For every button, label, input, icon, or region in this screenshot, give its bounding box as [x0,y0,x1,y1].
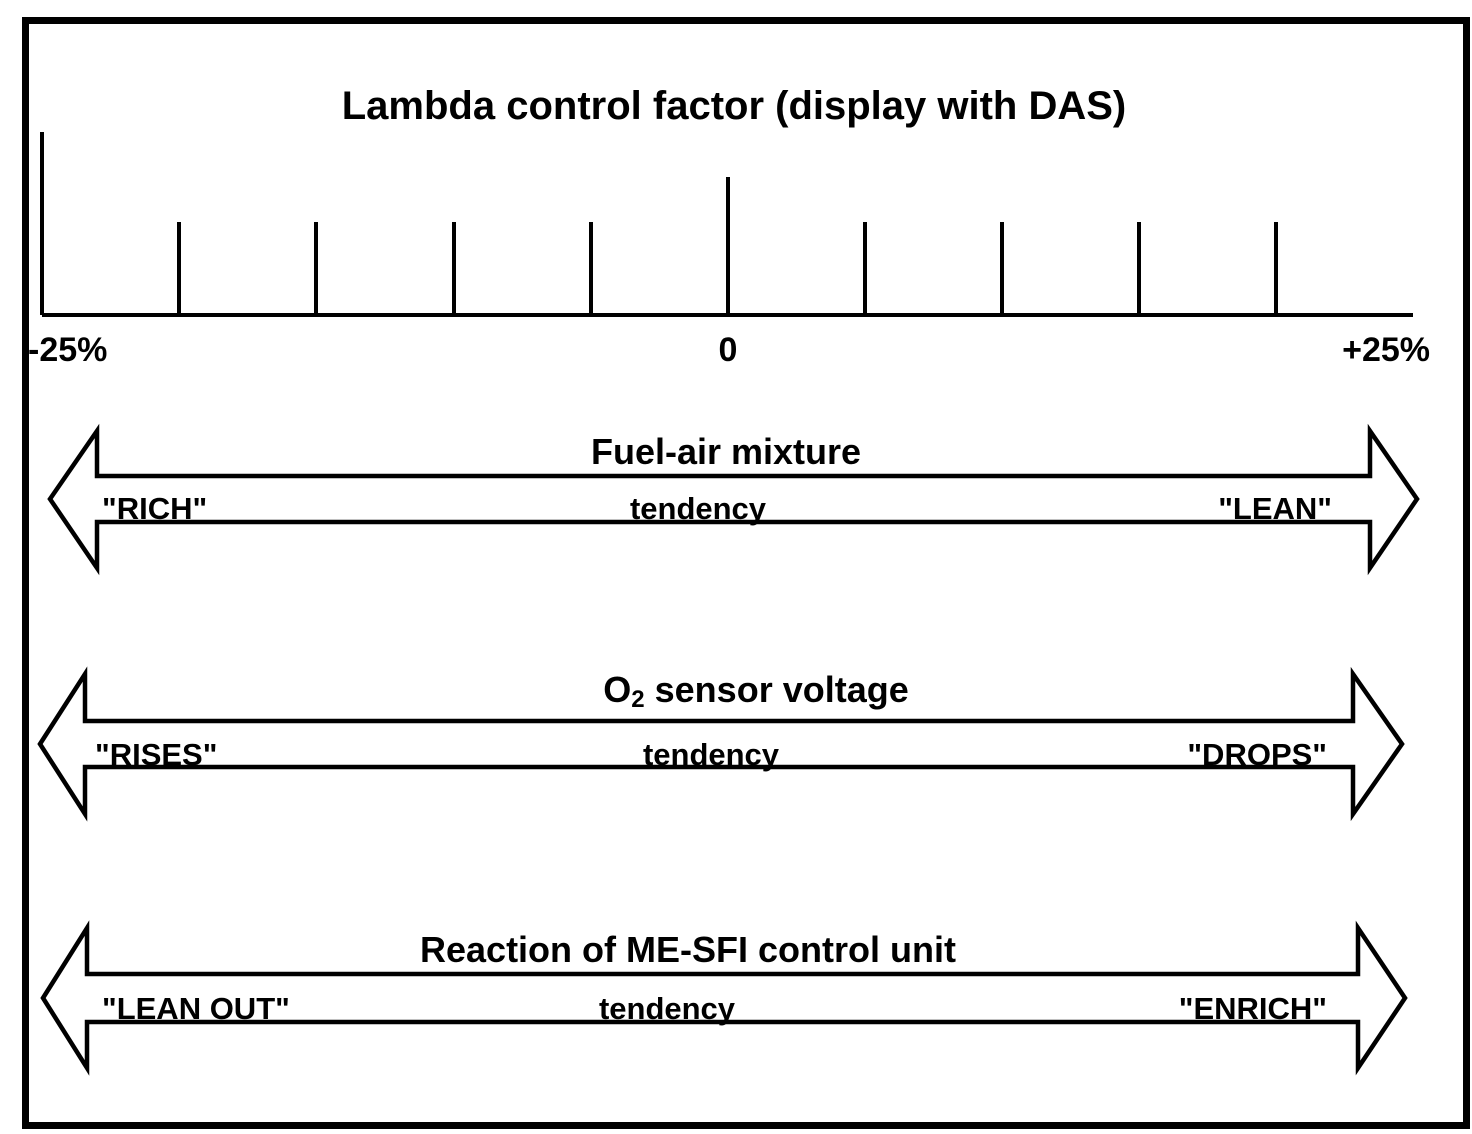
outer-frame [22,17,1470,1129]
fuel-air-mixture-title: Fuel-air mixture [590,431,862,472]
o2-sensor-voltage-title: O2 sensor voltage [603,672,908,712]
o2-title-rest: sensor voltage [644,669,909,710]
scale-title: Lambda control factor (display with DAS) [341,84,1127,128]
o2-right-label: "DROPS" [1187,737,1327,772]
o2-left-label: "RISES" [95,737,218,772]
fuel-air-left-label: "RICH" [102,491,208,526]
fuel-air-right-label: "LEAN" [1218,491,1332,526]
fuel-air-tendency-label: tendency [629,491,767,526]
scale-label-min: -25% [28,331,108,369]
o2-title-subscript: 2 [631,686,645,713]
me-sfi-reaction-arrow [40,920,1408,1076]
scale-axis [40,132,1413,317]
me-sfi-reaction-title: Reaction of ME-SFI control unit [420,929,956,970]
o2-title-main: O [603,669,632,710]
me-sfi-tendency-label: tendency [598,991,736,1026]
fuel-air-mixture-arrow [47,423,1420,576]
me-sfi-right-label: "ENRICH" [1178,991,1327,1026]
o2-sensor-voltage-arrow [37,666,1405,822]
scale-label-max: +25% [1342,331,1430,369]
o2-tendency-label: tendency [642,737,780,772]
me-sfi-left-label: "LEAN OUT" [102,991,290,1026]
scale-label-zero: 0 [718,331,738,369]
